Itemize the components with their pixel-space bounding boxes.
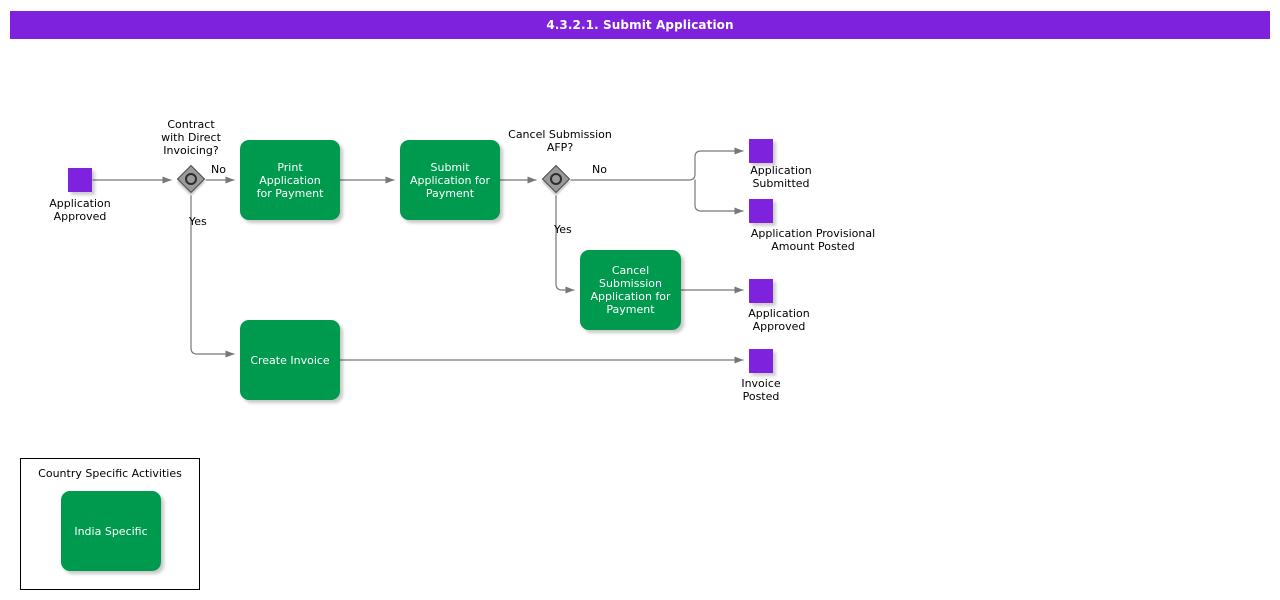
gateway-inclusive-ring-icon <box>550 173 562 185</box>
event-application-provisional-amount-posted[interactable] <box>749 199 773 223</box>
task-india-specific-label: India Specific <box>74 524 148 538</box>
event-application-approved-end-label: Application Approved <box>748 307 810 333</box>
task-create-invoice[interactable]: Create Invoice <box>240 320 340 400</box>
page-title-bar: 4.3.2.1. Submit Application <box>10 11 1270 39</box>
flow-gateway2-yes-to-cancel-submission <box>555 195 575 294</box>
event-invoice-posted-label: Invoice Posted <box>741 377 781 403</box>
task-cancel-submission-application-for-payment[interactable]: Cancel Submission Application for Paymen… <box>580 250 681 330</box>
gateway-contract-direct-invoicing[interactable] <box>176 164 206 194</box>
gateway-inclusive-ring-icon <box>185 173 197 185</box>
gateway-contract-direct-invoicing-label: Contract with Direct Invoicing? <box>161 118 221 157</box>
gateway-cancel-submission-afp[interactable] <box>541 164 571 194</box>
flow-label-yes-1: Yes <box>189 215 207 228</box>
task-submit-application-for-payment-label: Submit Application for Payment <box>409 160 491 200</box>
task-india-specific[interactable]: India Specific <box>61 491 161 571</box>
event-application-approved-start[interactable] <box>68 168 92 192</box>
page-title: 4.3.2.1. Submit Application <box>546 18 734 32</box>
event-application-submitted-label: Application Submitted <box>750 164 812 190</box>
flow-label-no-2: No <box>592 163 607 176</box>
event-invoice-posted[interactable] <box>749 349 773 373</box>
task-print-application-for-payment[interactable]: Print Application for Payment <box>240 140 340 220</box>
flow-label-no-1: No <box>211 163 226 176</box>
task-submit-application-for-payment[interactable]: Submit Application for Payment <box>400 140 500 220</box>
gateway-cancel-submission-afp-label: Cancel Submission AFP? <box>508 128 612 154</box>
task-cancel-submission-application-for-payment-label: Cancel Submission Application for Paymen… <box>590 264 671 316</box>
flow-label-yes-2: Yes <box>554 223 572 236</box>
task-create-invoice-label: Create Invoice <box>250 353 330 367</box>
group-country-specific-activities-title: Country Specific Activities <box>38 467 182 480</box>
group-country-specific-activities: Country Specific Activities India Specif… <box>20 458 200 590</box>
event-application-provisional-amount-posted-label: Application Provisional Amount Posted <box>750 227 876 253</box>
event-application-submitted[interactable] <box>749 139 773 163</box>
event-application-approved-start-label: Application Approved <box>49 197 111 223</box>
task-print-application-for-payment-label: Print Application for Payment <box>256 160 324 200</box>
event-application-approved-end[interactable] <box>749 279 773 303</box>
